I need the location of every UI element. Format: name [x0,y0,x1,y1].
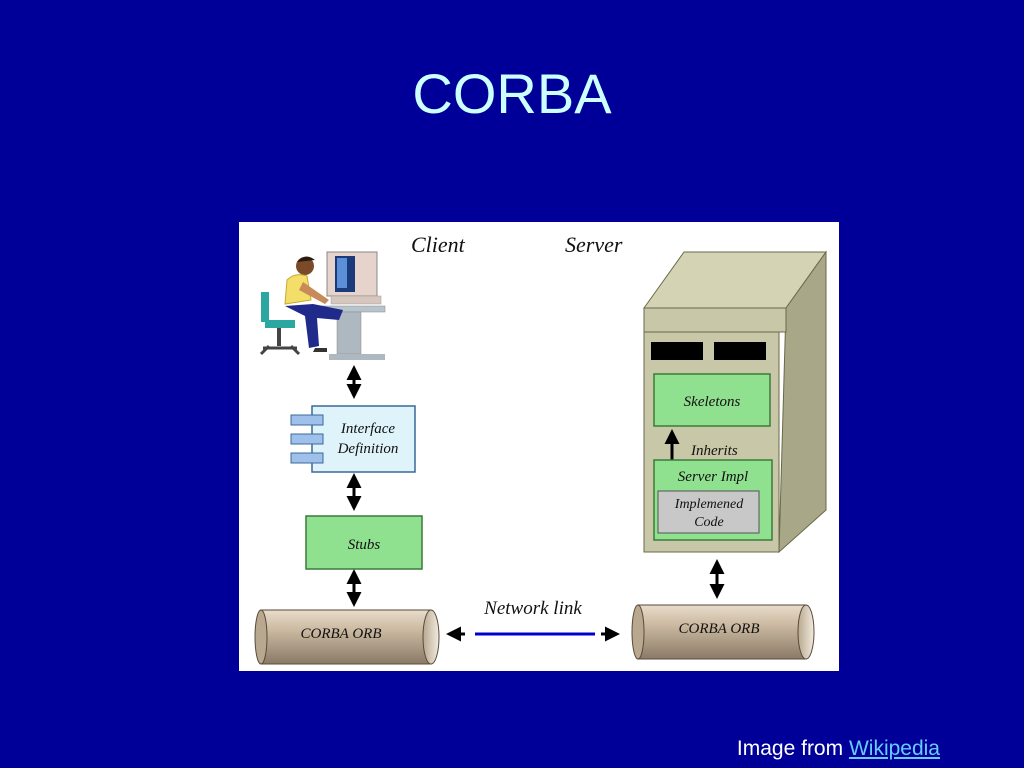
server-label: Server [565,232,623,257]
inherits-label: Inherits [690,443,738,459]
interface-label-line1: Interface [340,421,395,437]
server-orb-label: CORBA ORB [679,621,760,637]
client-orb-cylinder: CORBA ORB [254,609,440,665]
server-orb-cylinder: CORBA ORB [631,604,815,660]
server-impl-box: Server Impl Implemened Code [653,459,773,541]
skeletons-label: Skeletons [684,394,741,410]
skeletons-box: Skeletons [653,373,771,427]
client-user-icon [259,251,386,360]
corba-diagram: Client Server [239,222,839,671]
interface-definition-box: Interface Definition [290,405,416,473]
stubs-box: Stubs [305,515,423,570]
slide-title: CORBA [412,62,612,125]
implemented-code-line2: Code [694,515,724,530]
client-orb-label: CORBA ORB [301,626,382,642]
interface-label-line2: Definition [337,441,399,457]
network-link-label: Network link [483,598,582,619]
implemented-code-line1: Implemened [674,497,744,512]
image-credit: Image from Wikipedia [737,736,940,762]
server-impl-label: Server Impl [678,469,748,485]
wikipedia-link[interactable]: Wikipedia [848,737,940,760]
client-label: Client [411,232,466,257]
image-credit-prefix: Image from [736,737,849,760]
stubs-label: Stubs [348,537,381,553]
